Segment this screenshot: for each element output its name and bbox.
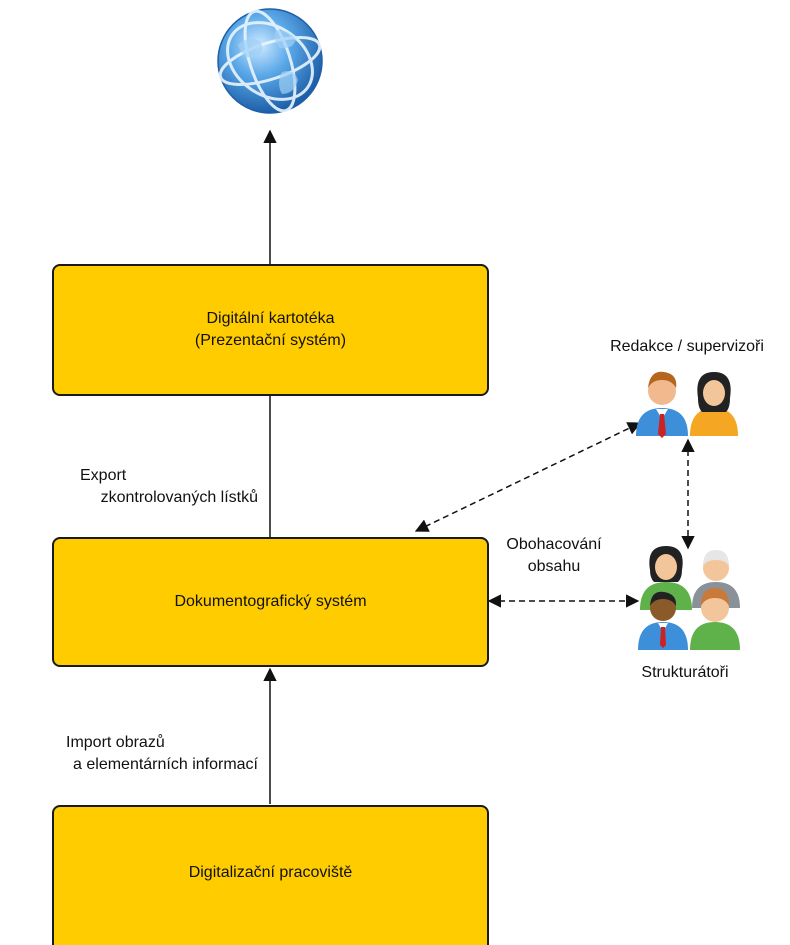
- edge-label-obohacovani: Obohacování obsahu: [494, 534, 614, 578]
- edge-label-export-line2: zkontrolovaných lístků: [100, 489, 258, 506]
- female-user-icon: [690, 372, 738, 436]
- edge-label-obohacovani-line2: obsahu: [527, 558, 581, 575]
- dashed-arrow-dokumentograficky-redakce: [414, 422, 642, 532]
- edge-label-export: Export zkontrolovaných lístků: [18, 465, 258, 509]
- node-digitalizacni-pracoviste: Digitalizační pracoviště: [52, 805, 489, 945]
- edge-label-import-line1: Import obrazů: [66, 734, 165, 751]
- node-digitalni-kartoteka: Digitální kartotéka (Prezentační systém): [52, 264, 489, 396]
- edge-label-import-line2: a elementárních informací: [73, 756, 258, 773]
- female-user-icon: [690, 588, 740, 650]
- edge-label-export-line1: Export: [80, 467, 127, 484]
- globe-icon: [217, 8, 323, 114]
- node-digitalizacni-pracoviste-label: Digitalizační pracoviště: [188, 864, 353, 881]
- edge-label-import: Import obrazů a elementárních informací: [0, 732, 258, 776]
- node-digitalni-kartoteka-line2: (Prezentační systém): [194, 332, 347, 349]
- male-user-icon: [636, 371, 688, 438]
- node-digitalni-kartoteka-line1: Digitální kartotéka: [206, 310, 335, 327]
- group-label-redakce: Redakce / supervizoři: [610, 338, 764, 355]
- dark-skinned-user-icon: [638, 591, 688, 650]
- node-dokumentograficky-system-label: Dokumentografický systém: [174, 593, 367, 610]
- node-dokumentograficky-system: Dokumentografický systém: [52, 537, 489, 667]
- group-label-strukturatori: Strukturátoři: [641, 664, 729, 681]
- edge-label-obohacovani-line1: Obohacování: [506, 536, 602, 553]
